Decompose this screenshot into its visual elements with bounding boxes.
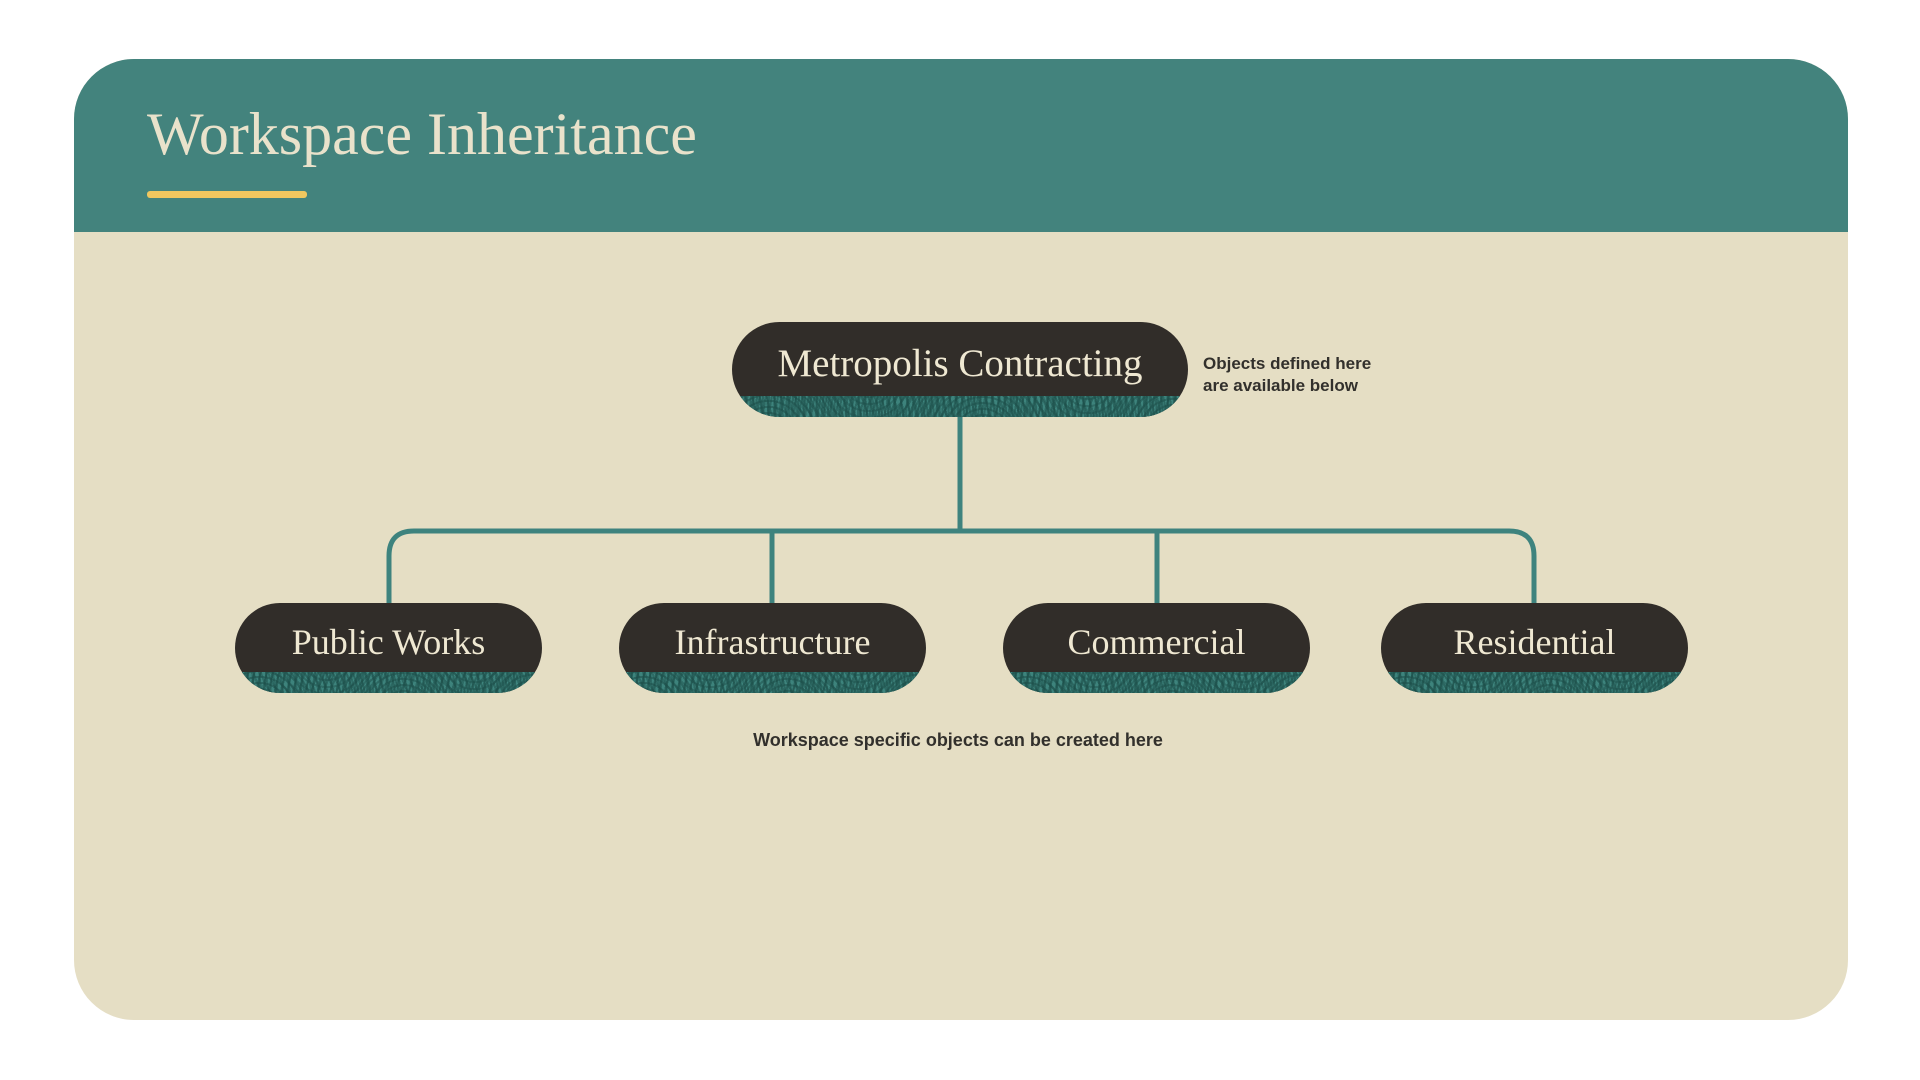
node-texture bbox=[619, 672, 926, 693]
node-residential: Residential bbox=[1381, 603, 1688, 693]
node-commercial: Commercial bbox=[1003, 603, 1310, 693]
node-label: Commercial bbox=[1067, 622, 1246, 662]
node-label: Public Works bbox=[291, 622, 486, 662]
node-texture bbox=[235, 672, 542, 693]
workspace-inheritance-diagram: Metropolis Contracting Objects defined h… bbox=[74, 232, 1848, 1020]
node-label: Metropolis Contracting bbox=[777, 342, 1143, 385]
page-title: Workspace Inheritance bbox=[147, 101, 697, 167]
node-label: Residential bbox=[1453, 622, 1616, 662]
node-label: Infrastructure bbox=[674, 622, 871, 662]
node-texture bbox=[1381, 672, 1688, 693]
title-accent-bar bbox=[147, 191, 307, 198]
node-texture bbox=[732, 396, 1188, 417]
connector-bus bbox=[386, 528, 1537, 605]
node-texture bbox=[1003, 672, 1310, 693]
root-annotation: Objects defined here are available below bbox=[1203, 354, 1372, 395]
children-annotation: Workspace specific objects can be create… bbox=[753, 730, 1163, 750]
node-infrastructure: Infrastructure bbox=[619, 603, 926, 693]
slide-card: Workspace Inheritance Metropolis Contrac… bbox=[74, 59, 1848, 1020]
node-metropolis-contracting: Metropolis Contracting bbox=[732, 322, 1188, 417]
slide-header: Workspace Inheritance bbox=[74, 59, 1848, 232]
node-public-works: Public Works bbox=[235, 603, 542, 693]
